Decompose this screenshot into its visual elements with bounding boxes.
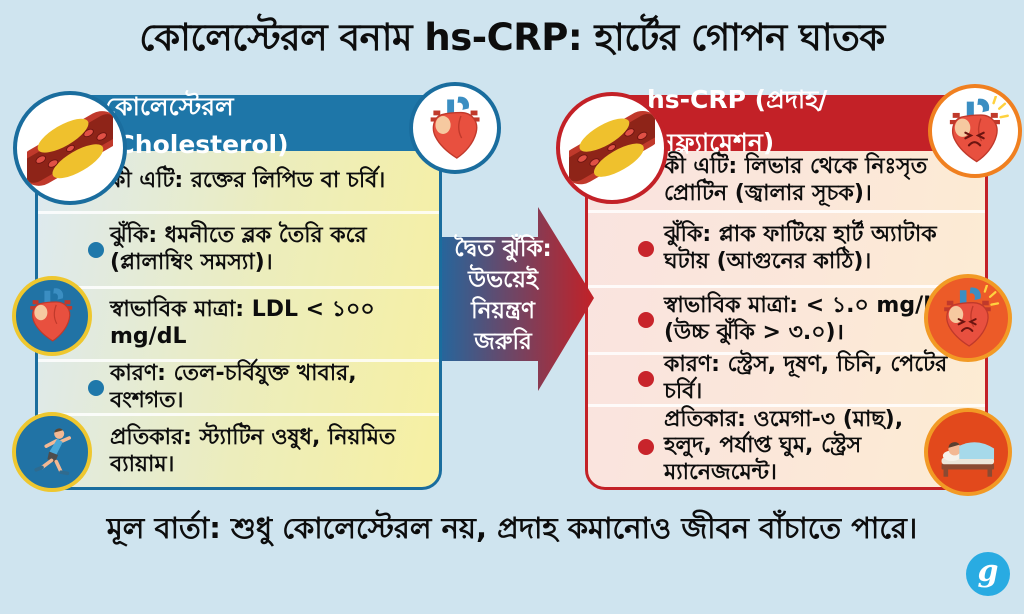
bullet-dot <box>638 240 654 257</box>
cholesterol-panel-title: কোলেস্টেরল (Cholesterol) <box>105 92 289 159</box>
blocked-artery-icon <box>556 92 668 204</box>
dual-risk-arrow-text: দ্বৈত ঝুঁকি: উভয়েই নিয়ন্ত্রণ জরুরি <box>454 236 552 356</box>
bullet-dot <box>638 311 654 328</box>
list-item: ঝুঁকি: প্লাক ফাটিয়ে হার্ট অ্যাটাক ঘটায়… <box>588 210 985 285</box>
list-item: স্বাভাবিক মাত্রা: LDL < ১০০ mg/dL <box>38 286 439 359</box>
inflamed-heart-icon <box>928 84 1022 178</box>
list-item-text: ঝুঁকি: প্লাক ফাটিয়ে হার্ট অ্যাটাক ঘটায়… <box>664 222 937 274</box>
hscrp-rows: কী এটি: লিভার থেকে নিঃসৃত প্রোটিন (জ্বাল… <box>588 151 985 487</box>
list-item: স্বাভাবিক মাত্রা: < ১.০ mg/L (উচ্চ ঝুঁকি… <box>588 284 985 352</box>
list-item-text: প্রতিকার: স্ট্যাটিন ওষুধ, নিয়মিত ব্যায়… <box>110 424 396 477</box>
list-item-text: ঝুঁকি: ধমনীতে ব্লক তৈরি করে (প্লালাম্বিং… <box>110 223 367 275</box>
list-item: ঝুঁকি: ধমনীতে ব্লক তৈরি করে (প্লালাম্বিং… <box>38 211 439 286</box>
list-item-text: কারণ: তেল-চর্বিযুক্ত খাবার, বংশগত। <box>110 360 357 413</box>
list-item-text: স্বাভাবিক মাত্রা: LDL < ১০০ mg/dL <box>110 297 375 349</box>
list-item-text: কী এটি: রক্তের লিপিড বা চর্বি। <box>110 167 386 193</box>
inflamed-heart-icon <box>924 274 1012 362</box>
runner-icon <box>12 412 92 492</box>
brand-logo-icon: g <box>966 552 1010 596</box>
list-item: প্রতিকার: স্ট্যাটিন ওষুধ, নিয়মিত ব্যায়… <box>38 413 439 487</box>
bullet-dot <box>88 379 104 396</box>
key-message: মূল বার্তা: শুধু কোলেস্টেরল নয়, প্রদাহ … <box>106 511 918 545</box>
bullet-dot <box>88 242 104 258</box>
healthy-heart-icon <box>409 82 501 174</box>
list-item-text: স্বাভাবিক মাত্রা: < ১.০ mg/L (উচ্চ ঝুঁকি… <box>664 292 938 345</box>
anatomical-heart-icon <box>12 276 92 356</box>
hscrp-panel-title: hs-CRP (প্রদাহ/ইনফ্ল্যামেশন) <box>647 85 828 157</box>
list-item: কারণ: স্ট্রেস, দূষণ, চিনি, পেটের চর্বি। <box>588 351 985 405</box>
list-item-text: কী এটি: লিভার থেকে নিঃসৃত প্রোটিন (জ্বাল… <box>664 153 928 206</box>
brand-logo-glyph: g <box>977 553 999 589</box>
bullet-dot <box>638 438 654 455</box>
cholesterol-rows: কী এটি: রক্তের লিপিড বা চর্বি। ঝুঁকি: ধম… <box>38 151 439 487</box>
blocked-artery-icon <box>13 91 127 205</box>
list-item-text: প্রতিকার: ওমেগা-৩ (মাছ), হলুদ, পর্যাপ্ত … <box>664 406 904 486</box>
dual-risk-arrow <box>442 207 594 391</box>
sleeping-person-icon <box>924 408 1012 496</box>
list-item-text: কারণ: স্ট্রেস, দূষণ, চিনি, পেটের চর্বি। <box>664 352 948 405</box>
page-title: কোলেস্টেরল বনাম hs-CRP: হার্টের গোপন ঘাত… <box>139 16 885 59</box>
list-item: প্রতিকার: ওমেগা-৩ (মাছ), হলুদ, পর্যাপ্ত … <box>588 403 985 487</box>
bullet-dot <box>638 371 654 388</box>
list-item: কারণ: তেল-চর্বিযুক্ত খাবার, বংশগত। <box>38 359 439 413</box>
